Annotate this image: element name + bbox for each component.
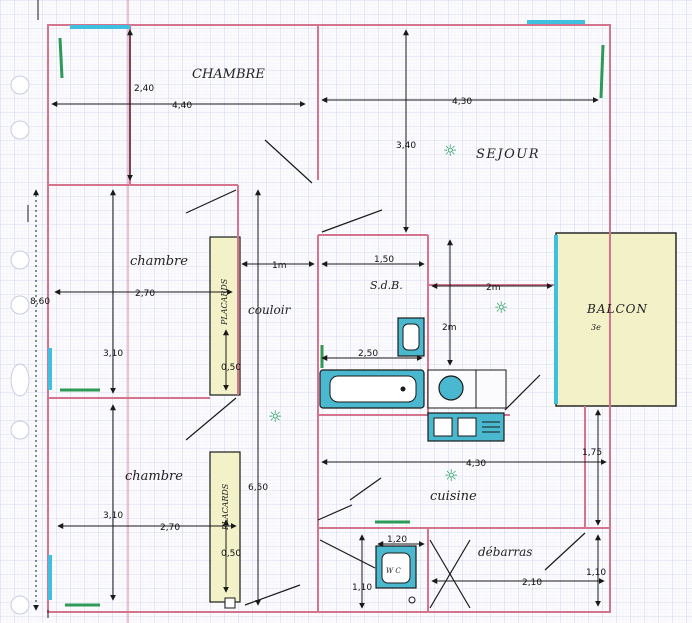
closet-box [224, 597, 236, 609]
binder-hole [10, 420, 30, 440]
binder-hole [10, 295, 30, 315]
room-label-bedroom3: chambre [125, 469, 183, 484]
sun-icon-kitchen: ☼ [444, 466, 458, 485]
room-label-corridor: couloir [248, 303, 292, 317]
dim-bed1-height: 2,40 [134, 84, 154, 94]
dim-corridor-gap: 1m [272, 261, 287, 271]
washing-machine [438, 375, 464, 401]
sun-icon-balcony: ☼ [494, 298, 508, 317]
pen-marks [27, 0, 49, 618]
dim-bed3-width: 2,70 [160, 523, 180, 533]
dim-bed1-width: 4,40 [172, 101, 192, 111]
room-label-bathroom: S.d.B. [370, 279, 403, 292]
dim-kitchen-side: 1,75 [582, 448, 602, 458]
wc-fixture [375, 545, 417, 604]
closet-label-lower: PLACARDS [221, 483, 230, 531]
dim-closet-upper: 0,50 [221, 363, 241, 373]
dim-living-width: 4,30 [452, 97, 472, 107]
dimension-lines [33, 29, 607, 611]
room-label-living: SEJOUR [476, 147, 540, 162]
room-label-bedroom1: CHAMBRE [192, 67, 265, 82]
dim-storage-width: 2,10 [522, 578, 542, 588]
window-frames [58, 37, 605, 607]
doors [185, 139, 586, 609]
balcony-area [555, 232, 677, 407]
kitchen-sink [427, 412, 505, 442]
sun-icon-living: ☼ [443, 141, 457, 160]
dim-wc-depth: 1,10 [352, 583, 372, 593]
dim-kitchen-width: 4,30 [466, 459, 486, 469]
dim-storage-depth: 1,10 [586, 568, 606, 578]
washbasin-bowl [402, 323, 420, 351]
dim-living-depth: 3,40 [396, 141, 416, 151]
room-label-storage: débarras [478, 545, 532, 559]
dim-corridor-len: 6,50 [248, 483, 268, 493]
bathtub-drain [400, 386, 406, 392]
binder-hole [10, 120, 30, 140]
closet-label-upper: PLACARDS [220, 278, 229, 326]
room-label-balcony: BALCON [586, 302, 648, 316]
wc-label: W C [386, 567, 401, 575]
room-label-bedroom2: chambre [130, 254, 188, 269]
room-label-kitchen: cuisine [430, 489, 477, 504]
bathroom-fixtures [319, 317, 507, 409]
binder-hole [10, 595, 30, 615]
dim-left-total: 8,60 [30, 297, 50, 307]
dim-bath-len: 2,50 [358, 349, 378, 359]
sun-icon-corridor: ☼ [268, 407, 282, 426]
dim-bed2-height: 3,10 [103, 349, 123, 359]
binder-hole [10, 250, 30, 270]
balcony-mark: 3e [591, 323, 601, 332]
dim-balcony-gap: 2m [486, 283, 501, 293]
dim-sdb-width: 1,50 [374, 255, 394, 265]
dim-sdb-depth: 2m [442, 323, 457, 333]
bathtub-basin [329, 375, 417, 403]
dim-bed3-height: 3,10 [103, 511, 123, 521]
windows [48, 20, 585, 600]
binder-hole [10, 75, 30, 95]
dim-bed2-width: 2,70 [135, 289, 155, 299]
dim-wc-width: 1,20 [387, 535, 407, 545]
utility-cabinet [475, 369, 507, 409]
dim-closet-lower: 0,50 [221, 549, 241, 559]
binder-hole [10, 363, 30, 397]
